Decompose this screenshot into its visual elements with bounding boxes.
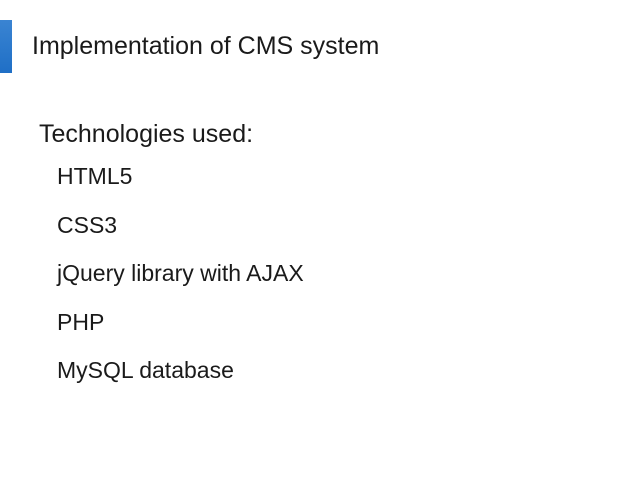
list-item: CSS3	[57, 211, 118, 238]
technology-list: HTML5 CSS3 jQuery library with AJAX PHP …	[57, 163, 304, 406]
section-heading: Technologies used:	[39, 120, 254, 148]
slide-title: Implementation of CMS system	[32, 32, 380, 60]
list-item: MySQL database	[57, 357, 234, 383]
title-accent-bar	[0, 20, 12, 73]
list-item: jQuery library with AJAX	[57, 260, 304, 286]
list-item: HTML5	[57, 163, 133, 189]
list-item: PHP	[57, 308, 105, 335]
